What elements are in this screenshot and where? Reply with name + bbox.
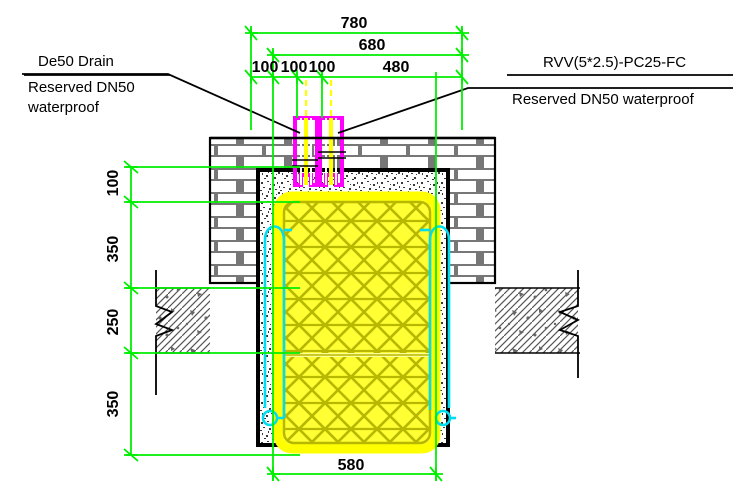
dimension-labels-horizontal: 780 680 100 100 100 480 580	[252, 15, 410, 474]
dim-label-250: 250	[105, 309, 122, 336]
dim-label-100-vert: 100	[105, 170, 122, 197]
dim-label-680: 680	[359, 37, 386, 54]
dim-label-580: 580	[338, 457, 365, 474]
cyan-conduit-group	[261, 225, 456, 427]
annotation-right: RVV(5*2.5)-PC25-FC Reserved DN50 waterpr…	[512, 54, 695, 108]
leader-lines	[22, 73, 733, 134]
yellow-mesh-insulation-block	[273, 191, 441, 454]
annotation-right-line2: Reserved DN50 waterproof	[512, 91, 695, 108]
dimension-labels-vertical: 100 350 250 350	[105, 170, 122, 418]
dim-label-100-b: 100	[281, 59, 308, 76]
pipe-centerline-extensions	[304, 80, 333, 120]
leader-line-right	[337, 87, 733, 134]
dim-label-100-c: 100	[309, 59, 336, 76]
annotation-left: De50 Drain Reserved DN50 waterproof	[27, 53, 135, 116]
dim-label-100-a: 100	[252, 59, 279, 76]
annotation-right-line1: RVV(5*2.5)-PC25-FC	[543, 54, 686, 71]
dim-label-480: 480	[383, 59, 410, 76]
break-line-left	[154, 270, 175, 395]
dim-label-350-bottom: 350	[105, 391, 122, 418]
annotation-left-line1: De50 Drain	[38, 53, 114, 70]
cyan-conduit-right	[428, 225, 451, 408]
pipe-group	[292, 116, 346, 187]
annotation-left-line2: Reserved DN50	[28, 79, 135, 96]
break-line-right	[557, 270, 581, 378]
dim-label-780: 780	[341, 15, 368, 32]
leader-line-left	[22, 73, 301, 134]
dimension-lines	[123, 25, 469, 482]
annotation-left-line3: waterproof	[27, 99, 100, 116]
dim-label-350-top: 350	[105, 236, 122, 263]
cyan-conduit-left	[263, 225, 286, 418]
